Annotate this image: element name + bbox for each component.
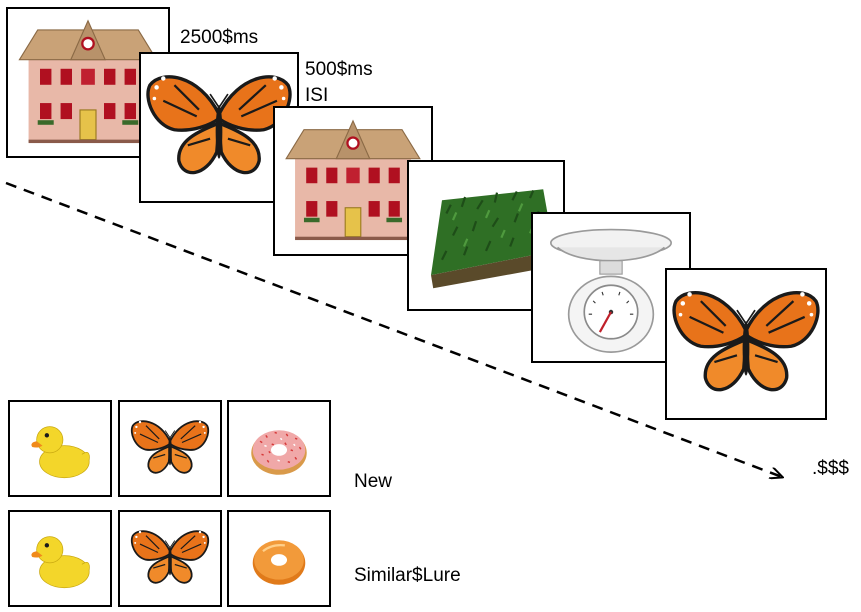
stimulus-duration-label: 2500$ms [180,27,259,48]
isi-label: ISI [305,85,329,106]
lure-item-duck [8,510,112,607]
donut-icon [229,512,329,605]
timeline-arrow-line [5,181,782,477]
butterfly-icon [120,402,220,495]
rubber-duck-icon [10,402,110,495]
new-item-duck [8,400,112,497]
new-item-butterfly [118,400,222,497]
arrow-end-label: .$$$ [812,458,849,479]
sequence-frame-2 [139,52,299,203]
new-item-donut [227,400,331,497]
donut-icon [229,402,329,495]
sequence-frame-6 [665,268,827,420]
new-row-label: New [354,471,393,492]
butterfly-icon [667,270,825,418]
similar-lure-row-label: Similar$Lure [354,565,461,586]
lure-item-donut [227,510,331,607]
lure-item-butterfly [118,510,222,607]
isi-duration-label: 500$ms [305,59,373,80]
rubber-duck-icon [10,512,110,605]
sequence-frame-3 [273,106,433,256]
butterfly-icon [120,512,220,605]
